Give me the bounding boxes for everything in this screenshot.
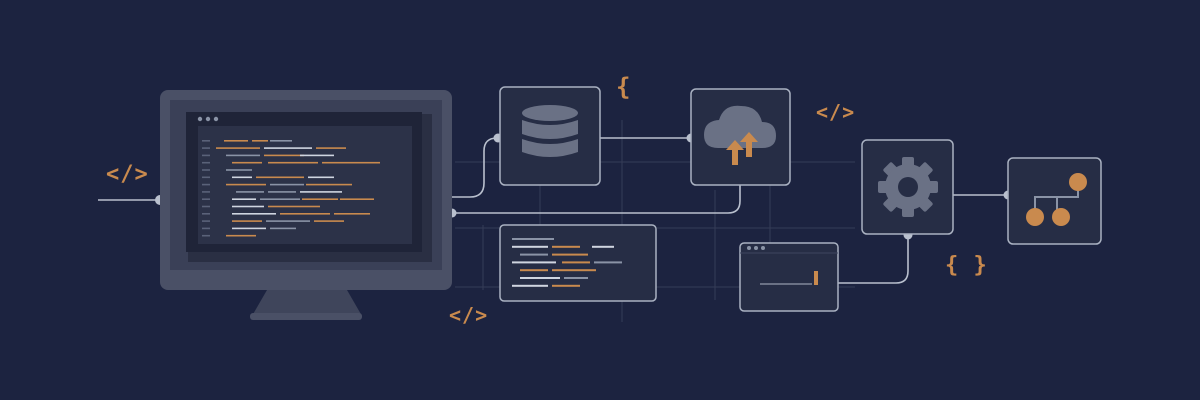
code-line-segment — [226, 234, 256, 237]
code-line-segment — [300, 191, 342, 193]
code-line-segment — [270, 227, 296, 230]
code-line-segment — [314, 220, 344, 222]
code-line-segment — [592, 245, 614, 248]
code-line-segment — [552, 269, 596, 272]
code-line-segment — [268, 161, 318, 164]
code-line-segment — [232, 220, 262, 222]
database-icon — [522, 105, 578, 157]
gear-node — [861, 139, 954, 235]
code-line-segment — [260, 198, 300, 200]
code-line-segment — [268, 191, 296, 193]
code-line-segment — [520, 253, 548, 256]
code-line-segment — [512, 238, 554, 240]
code-line-segment — [202, 169, 210, 171]
hierarchy-node — [1007, 157, 1102, 245]
braces-glyph: { } — [945, 253, 988, 278]
code-line-segment — [216, 147, 260, 149]
code-line-segment — [266, 220, 310, 222]
code-line-segment — [202, 198, 210, 200]
code-line-segment — [202, 140, 210, 142]
code-line-segment — [232, 176, 252, 179]
code-tag-glyph-bottom: </> — [449, 303, 489, 327]
code-line-segment — [316, 147, 346, 149]
code-line-segment — [202, 147, 210, 149]
code-line-segment — [264, 147, 312, 149]
code-line-segment — [232, 213, 276, 215]
code-line-segment — [202, 213, 210, 215]
code-line-segment — [226, 183, 266, 186]
code-line-segment — [236, 191, 264, 193]
monitor-code-lines — [202, 140, 380, 237]
brace-glyph-top: { — [616, 73, 632, 101]
code-line-segment — [264, 154, 304, 157]
code-line-segment — [520, 277, 560, 279]
code-line-segment — [202, 161, 210, 164]
terminal-window-icon — [739, 242, 839, 312]
hierarchy-tree-icon — [1026, 173, 1087, 226]
code-line-segment — [252, 140, 268, 142]
code-line-segment — [552, 253, 588, 256]
code-tag-glyph-right: </> — [816, 100, 856, 124]
code-line-segment — [280, 213, 330, 215]
code-line-segment — [552, 284, 580, 287]
code-line-segment — [202, 220, 210, 222]
database-node — [499, 86, 601, 186]
code-editor-monitor-icon — [160, 90, 452, 320]
code-line-segment — [232, 205, 264, 208]
code-line-segment — [300, 154, 334, 157]
code-line-segment — [202, 234, 210, 237]
code-line-segment — [270, 140, 292, 142]
code-line-segment — [340, 198, 374, 200]
code-line-segment — [322, 161, 380, 164]
cloud-upload-node — [690, 88, 791, 186]
code-line-segment — [232, 227, 266, 230]
code-line-segment — [306, 183, 352, 186]
code-line-segment — [512, 245, 548, 248]
code-line-segment — [594, 261, 622, 264]
connector-lines — [98, 137, 1008, 284]
cloud-upload-icon — [704, 105, 776, 165]
code-line-segment — [256, 176, 304, 179]
code-line-segment — [202, 205, 210, 208]
code-line-segment — [202, 154, 210, 157]
code-line-segment — [564, 277, 588, 279]
code-line-segment — [562, 261, 590, 264]
code-line-segment — [226, 154, 260, 157]
code-line-segment — [224, 140, 248, 142]
code-line-segment — [202, 183, 210, 186]
code-line-segment — [334, 213, 370, 215]
code-line-segment — [268, 205, 320, 208]
gear-icon — [878, 157, 938, 217]
code-line-segment — [232, 198, 256, 200]
code-line-segment — [202, 227, 210, 230]
code-tag-glyph-left: </> — [106, 162, 149, 187]
code-line-segment — [512, 261, 556, 264]
code-snippet-panel — [499, 224, 657, 302]
code-line-segment — [520, 269, 548, 272]
code-line-segment — [270, 183, 304, 186]
code-line-segment — [552, 245, 580, 248]
code-line-segment — [202, 191, 210, 193]
code-line-segment — [512, 284, 548, 287]
code-line-segment — [232, 161, 262, 164]
code-line-segment — [308, 176, 334, 179]
code-line-segment — [202, 176, 210, 179]
panel-code-lines — [512, 238, 622, 287]
code-line-segment — [226, 169, 252, 171]
code-line-segment — [302, 198, 338, 200]
